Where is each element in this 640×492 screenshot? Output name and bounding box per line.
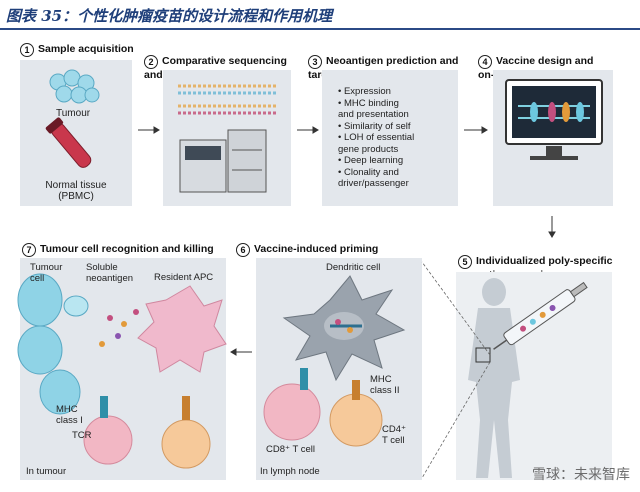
figure-title: 图表 35：个性化肿瘤疫苗的设计流程和作用机理	[6, 7, 333, 25]
tumour-cell-label: Tumour cell	[30, 262, 63, 284]
title-rule	[0, 28, 640, 30]
helper-t-cell-icon	[161, 396, 211, 469]
step-1-title: 1 Sample acquisition	[20, 43, 134, 57]
zoom-line-bottom	[421, 361, 491, 479]
criterion-item: Expression	[338, 86, 414, 98]
criterion-item: MHC binding and presentation	[338, 98, 414, 121]
tumour-cells-icon	[49, 69, 100, 104]
dna-reads-icon	[178, 84, 276, 115]
sequencer-icon	[179, 129, 267, 193]
criterion-item: LOH of essential gene products	[338, 132, 414, 155]
tumour-cells-cluster-icon	[17, 273, 89, 415]
flow-arrows	[138, 126, 556, 356]
mhc-class-1-label: MHC class I	[56, 404, 83, 426]
monitor-icon	[505, 79, 603, 160]
criterion-item: Similarity of self	[338, 121, 414, 133]
killer-t-cell-icon	[83, 396, 133, 465]
step-6-label: Vaccine-induced priming	[254, 243, 379, 255]
lymph-node-label: In lymph node	[260, 466, 320, 477]
cd4-t-cell-label: CD4⁺ T cell	[382, 424, 407, 446]
criterion-item: Deep learning	[338, 155, 414, 167]
step-7-title: 7 Tumour cell recognition and killing	[22, 243, 214, 257]
resident-apc-label: Resident APC	[154, 272, 214, 283]
blood-tube-icon	[45, 117, 92, 168]
step-1-number: 1	[20, 43, 34, 57]
cd8-t-cell-icon	[263, 368, 321, 441]
prioritization-criteria-list: Expression MHC binding and presentation …	[338, 86, 414, 190]
normal-tissue-label: Normal tissue (PBMC)	[45, 180, 107, 202]
human-body-icon	[468, 278, 520, 478]
criterion-item: Clonality and driver/passenger	[338, 167, 414, 190]
in-tumour-label: In tumour	[26, 466, 67, 477]
resident-apc-icon	[137, 285, 227, 373]
mhc-class-2-label: MHC class II	[370, 374, 400, 396]
step-6-number: 6	[236, 243, 250, 257]
dendritic-cell-label: Dendritic cell	[326, 262, 381, 273]
dendritic-cell-icon	[282, 275, 406, 382]
cd4-t-cell-icon	[329, 380, 383, 447]
tumour-label: Tumour	[56, 108, 91, 119]
step-7-label: Tumour cell recognition and killing	[40, 243, 214, 255]
soluble-neoantigen-dots	[99, 309, 139, 347]
step-6-title: 6 Vaccine-induced priming	[236, 243, 378, 257]
step-7-number: 7	[22, 243, 36, 257]
zoom-line-top	[421, 261, 491, 356]
syringe-icon	[493, 281, 588, 350]
step-1-label: Sample acquisition	[38, 43, 134, 55]
soluble-neoantigen-label: Soluble neoantigen	[86, 262, 134, 284]
watermark: 雪球：未来智库	[532, 466, 630, 482]
cd8-t-cell-label: CD8⁺ T cell	[266, 444, 316, 455]
tcr-label: TCR	[72, 430, 92, 441]
